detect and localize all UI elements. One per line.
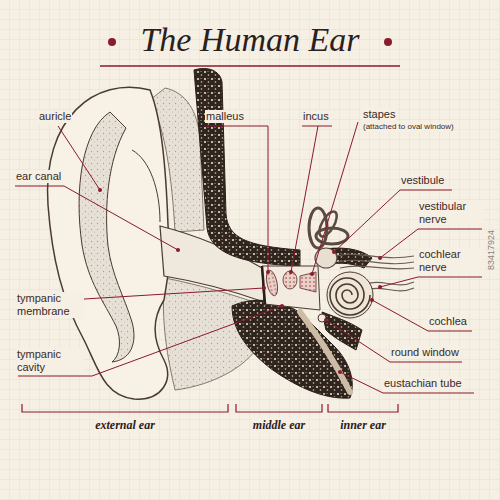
leader-dot — [324, 318, 328, 322]
region-bracket — [328, 404, 398, 412]
leader-dot — [310, 272, 314, 276]
part-label: tympanic membrane — [16, 292, 84, 318]
temporal-bone — [232, 300, 352, 398]
part-label: cochlea — [428, 315, 468, 328]
part-label: stapes — [362, 108, 396, 121]
leader-line — [372, 300, 472, 331]
part-label: vestibular nerve — [418, 200, 484, 226]
part-label: round window — [390, 346, 460, 359]
malleus-bone — [264, 269, 279, 297]
region-label: middle ear — [252, 418, 306, 432]
part-label: malleus — [205, 110, 245, 123]
middle-ear-cavity — [262, 266, 320, 310]
vestibule-shape — [315, 248, 337, 268]
leader-dot — [98, 188, 102, 192]
cochlea-spiral — [330, 278, 370, 315]
leader-dot — [338, 370, 342, 374]
title-dot — [108, 38, 116, 46]
part-label: eustachian tube — [383, 377, 463, 390]
watermark: 83417924 — [486, 229, 496, 271]
eardrum — [262, 266, 265, 304]
semicircular-canal — [316, 209, 340, 239]
part-label: cochlear nerve — [418, 248, 484, 274]
antihelix-fold — [79, 112, 134, 362]
leader-dot — [378, 285, 382, 289]
cochlear-nerve-shape — [366, 282, 414, 291]
note-label: (attached to oval window) — [362, 122, 455, 132]
diagram-title: The Human Ear — [140, 20, 359, 60]
part-label: auricle — [38, 110, 72, 123]
leader-dot — [378, 256, 382, 260]
leader-line — [312, 122, 358, 274]
cochlea-shape — [327, 272, 373, 318]
leader-lines — [15, 122, 482, 393]
temporal-bone — [194, 69, 300, 267]
leader-dot — [266, 270, 270, 274]
leader-line — [340, 372, 474, 393]
leader-line — [58, 126, 100, 190]
part-label: ear canal — [15, 170, 62, 183]
leader-dot — [370, 298, 374, 302]
vestibular-nerve-shape — [336, 254, 414, 269]
part-label: tympanic cavity — [16, 348, 84, 374]
leader-line — [205, 126, 268, 272]
region-label: inner ear — [339, 418, 387, 432]
title-dot — [384, 38, 392, 46]
leader-dot — [332, 250, 336, 254]
region-bracket — [236, 404, 322, 412]
region-brackets — [22, 404, 398, 412]
part-label: vestibule — [400, 174, 445, 187]
incus-bone — [283, 271, 297, 289]
title-underline — [100, 65, 400, 67]
region-bracket — [22, 404, 228, 412]
leader-dot — [289, 270, 293, 274]
leader-line — [291, 126, 332, 272]
leader-line — [15, 186, 178, 250]
leader-dot — [262, 286, 266, 290]
region-label: external ear — [94, 418, 156, 432]
concha-edge — [132, 150, 160, 222]
eustachian-tube-shape — [300, 312, 350, 392]
leader-line — [380, 277, 482, 287]
part-label: incus — [302, 110, 330, 123]
leader-dots — [98, 188, 382, 374]
stapes-bone — [300, 272, 316, 292]
leader-dot — [176, 248, 180, 252]
leader-line — [68, 288, 264, 300]
leader-dot — [280, 304, 284, 308]
